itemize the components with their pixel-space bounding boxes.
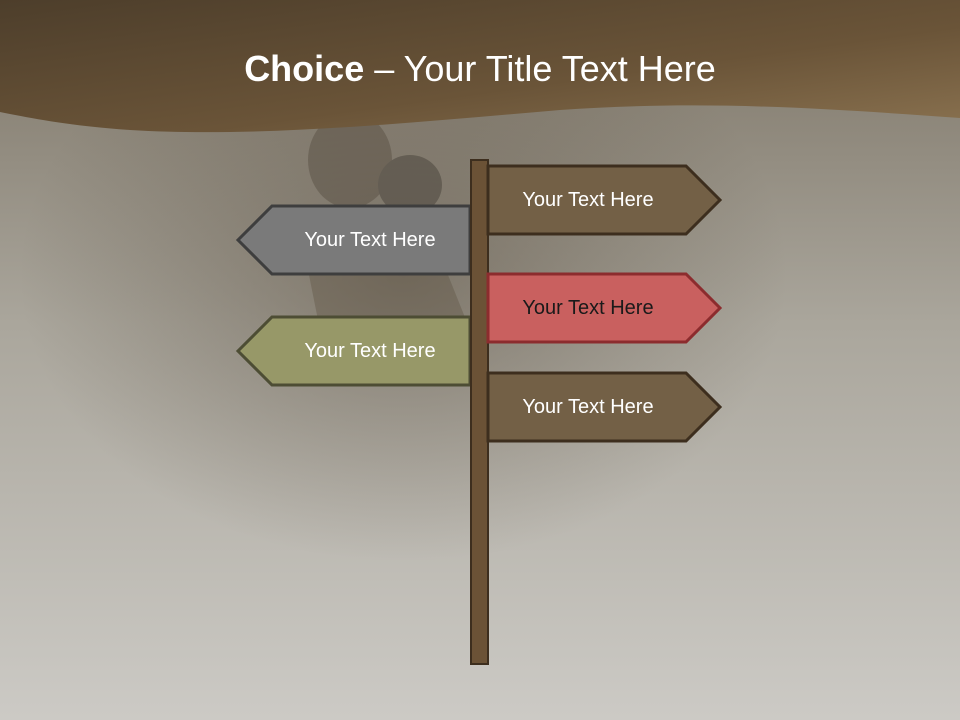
- sign-left-bottom: Your Text Here: [235, 315, 472, 387]
- signpost-pole: [470, 159, 489, 665]
- title-bold: Choice: [244, 48, 365, 89]
- header-band: [0, 0, 960, 133]
- sign-right-bottom: Your Text Here: [486, 371, 723, 443]
- sign-right-top-label: Your Text Here: [522, 189, 653, 211]
- sign-left-top: Your Text Here: [235, 204, 472, 276]
- sign-left-bottom-label: Your Text Here: [304, 340, 435, 362]
- title-dash: –: [374, 48, 395, 89]
- slide-title: Choice – Your Title Text Here: [0, 48, 960, 90]
- sign-right-bottom-label: Your Text Here: [522, 396, 653, 418]
- title-rest: Your Title Text Here: [403, 48, 716, 89]
- sign-right-top: Your Text Here: [486, 164, 723, 236]
- sign-left-top-label: Your Text Here: [304, 229, 435, 251]
- sign-right-mid-label: Your Text Here: [522, 297, 653, 319]
- sign-right-mid: Your Text Here: [486, 272, 723, 344]
